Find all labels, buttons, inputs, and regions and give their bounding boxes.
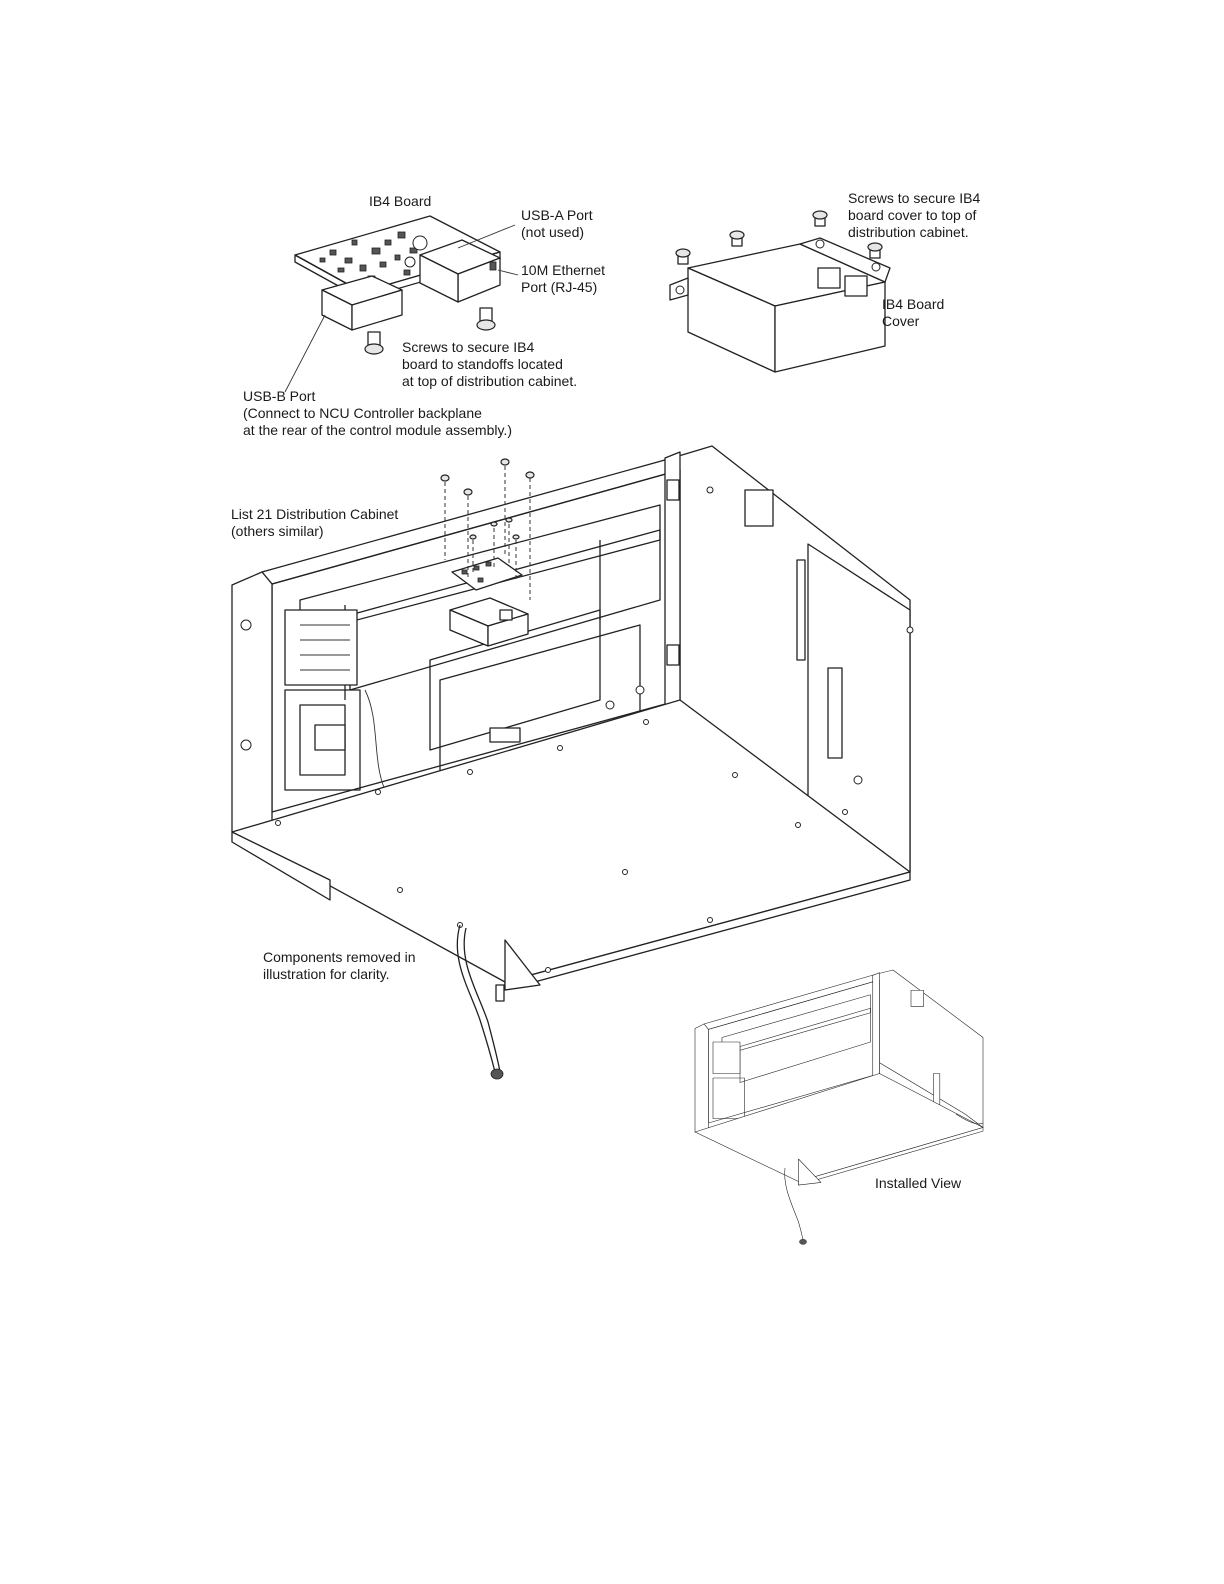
usb-a-port-label: USB-A Port (not used) (521, 207, 593, 241)
cover-screws-label: Screws to secure IB4 board cover to top … (848, 190, 980, 241)
usb-b-port-label: USB-B Port (Connect to NCU Controller ba… (243, 388, 512, 439)
usb-a-port-title: USB-A Port (521, 207, 593, 223)
board-screws-label: Screws to secure IB4 board to standoffs … (402, 339, 577, 390)
components-removed-line-1: Components removed in (263, 949, 416, 965)
ib4-cover-label: IB4 Board Cover (882, 296, 944, 330)
board-screws-line-3: at top of distribution cabinet. (402, 373, 578, 389)
ib4-cover-illustration (669, 210, 891, 373)
components-removed-label: Components removed in illustration for c… (263, 949, 416, 983)
cabinet-label: List 21 Distribution Cabinet (others sim… (231, 506, 398, 540)
ib4-cover-line-1: IB4 Board (882, 296, 945, 312)
board-screws-line-1: Screws to secure IB4 (402, 339, 535, 355)
cabinet-title: List 21 Distribution Cabinet (231, 506, 399, 522)
distribution-cabinet-illustration (231, 445, 914, 1080)
usb-b-port-note-1: (Connect to NCU Controller backplane (243, 405, 482, 421)
ib4-board-title: IB4 Board (369, 193, 432, 209)
ethernet-port-type: Port (RJ-45) (521, 279, 598, 295)
ib4-board-label: IB4 Board (369, 193, 431, 210)
ethernet-port-label: 10M Ethernet Port (RJ-45) (521, 262, 605, 296)
usb-a-port-note: (not used) (521, 224, 585, 240)
components-removed-line-2: illustration for clarity. (263, 966, 390, 982)
cover-screws-line-3: distribution cabinet. (848, 224, 969, 240)
usb-b-port-note-2: at the rear of the control module assemb… (243, 422, 512, 438)
installed-view-label: Installed View (875, 1175, 961, 1192)
cabinet-note: (others similar) (231, 523, 324, 539)
cover-screws-line-2: board cover to top of (848, 207, 977, 223)
ethernet-port-title: 10M Ethernet (521, 262, 606, 278)
usb-b-port-title: USB-B Port (243, 388, 316, 404)
cover-screws-line-1: Screws to secure IB4 (848, 190, 981, 206)
board-screws-line-2: board to standoffs located (402, 356, 563, 372)
ib4-board-illustration (284, 215, 519, 393)
installed-view-illustration (694, 969, 984, 1245)
installed-view-title: Installed View (875, 1175, 962, 1191)
ib4-cover-line-2: Cover (882, 313, 920, 329)
